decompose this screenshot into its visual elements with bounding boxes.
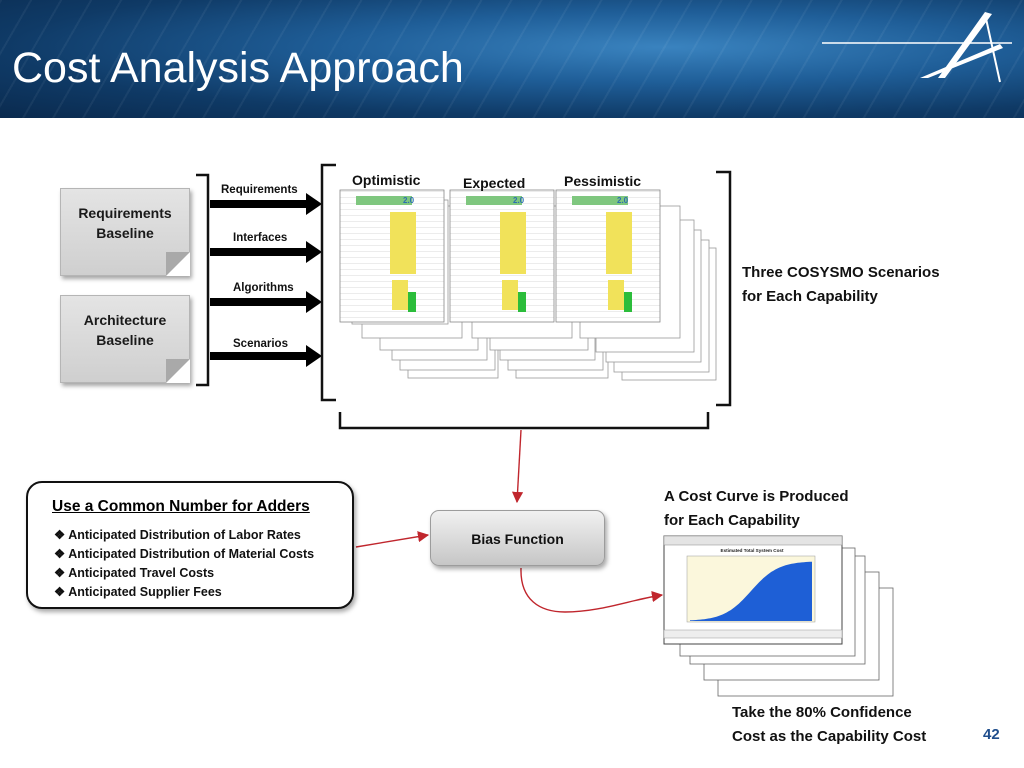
interfaces-arrow — [210, 241, 322, 263]
confidence-caption-line1: Take the 80% Confidence — [732, 704, 912, 721]
algorithms-arrow-label: Algorithms — [233, 282, 294, 294]
requirements-baseline-box: Requirements Baseline — [60, 188, 190, 276]
adders-list: ❖ Anticipated Distribution of Labor Rate… — [54, 527, 314, 603]
interfaces-arrow-label: Interfaces — [233, 232, 288, 244]
scenarios-arrow-label: Scenarios — [233, 338, 288, 350]
requirements-baseline-label: Requirements Baseline — [78, 205, 172, 241]
adder-item-travel: ❖ Anticipated Travel Costs — [54, 566, 215, 580]
scenarios-caption-line1: Three COSYSMO Scenarios — [742, 264, 940, 281]
adders-box — [26, 481, 354, 609]
page-number: 42 — [983, 726, 1000, 743]
expected-label: Expected — [463, 175, 526, 191]
spreadsheet-stack: 2.0 2.0 2.0 — [339, 189, 717, 381]
slide-title: Cost Analysis Approach — [12, 44, 464, 92]
input-arrows — [210, 193, 322, 367]
adder-item-material: ❖ Anticipated Distribution of Material C… — [54, 547, 315, 561]
scenario-bracket-left — [320, 163, 336, 402]
adders-to-bias-arrow — [355, 531, 430, 548]
scenarios-arrow — [210, 345, 322, 367]
scenario-bracket-right — [716, 170, 732, 407]
header-banner — [0, 0, 1024, 118]
expected-sheet — [449, 189, 555, 323]
requirements-arrow-label: Requirements — [221, 184, 298, 196]
scenarios-to-bias-arrow — [511, 429, 524, 504]
optimistic-label: Optimistic — [352, 172, 421, 188]
cost-curve-stack — [663, 535, 894, 697]
pessimistic-sheet — [555, 189, 661, 323]
optimistic-sheet — [339, 189, 445, 323]
expected-version: 2.0 — [513, 196, 525, 205]
pessimistic-version: 2.0 — [617, 196, 629, 205]
cost-chart-title: Estimated Total System Cost — [721, 548, 784, 553]
cost-curve-caption-line1: A Cost Curve is Produced — [664, 488, 849, 505]
architecture-baseline-box: Architecture Baseline — [60, 295, 190, 383]
diamond-bullet-icon: ❖ — [54, 547, 66, 561]
pessimistic-label: Pessimistic — [564, 173, 642, 189]
requirements-arrow — [210, 193, 322, 215]
cost-curve-area — [690, 561, 812, 621]
adder-item-labor: ❖ Anticipated Distribution of Labor Rate… — [54, 528, 301, 542]
scenarios-caption-line2: for Each Capability — [742, 288, 878, 305]
adder-item-supplier: ❖ Anticipated Supplier Fees — [54, 585, 222, 599]
bias-to-curve-arrow — [520, 567, 664, 613]
diamond-bullet-icon: ❖ — [54, 528, 66, 542]
logo-icon — [822, 12, 1012, 83]
input-bracket — [196, 173, 210, 387]
algorithms-arrow — [210, 291, 322, 313]
scenario-bracket-bottom — [338, 412, 710, 430]
bias-function-box: Bias Function — [430, 510, 605, 566]
diamond-bullet-icon: ❖ — [54, 566, 66, 580]
architecture-baseline-label: Architecture Baseline — [83, 312, 167, 348]
confidence-caption-line2: Cost as the Capability Cost — [732, 728, 927, 745]
cost-curve-caption-line2: for Each Capability — [664, 512, 800, 529]
optimistic-version: 2.0 — [403, 196, 415, 205]
adders-title: Use a Common Number for Adders — [52, 498, 310, 515]
diamond-bullet-icon: ❖ — [54, 585, 66, 599]
